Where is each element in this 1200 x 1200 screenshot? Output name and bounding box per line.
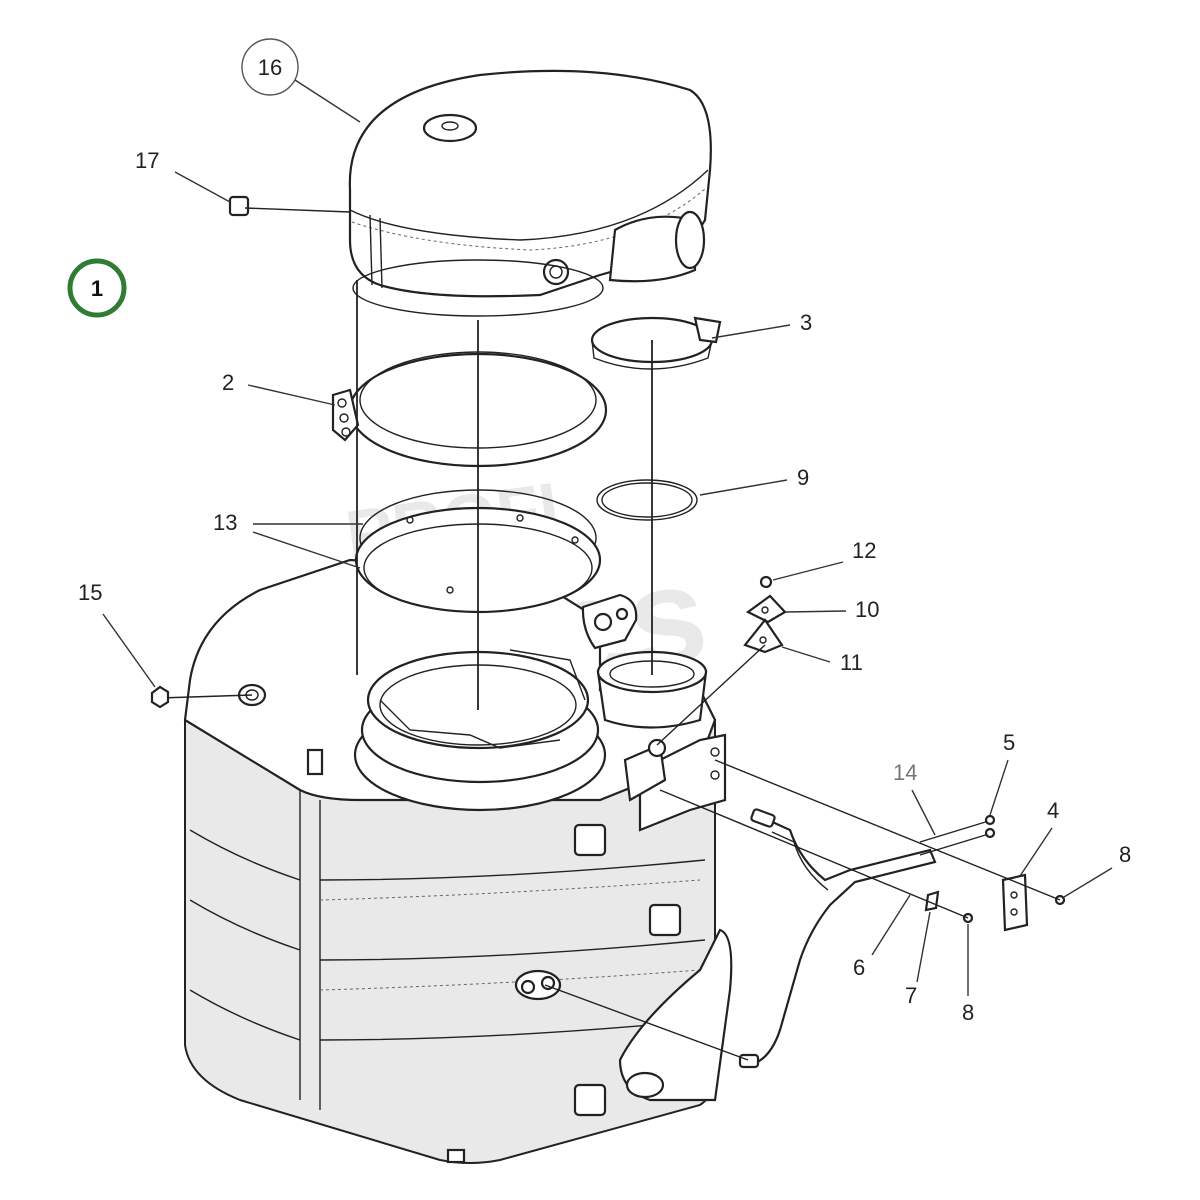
callout-3: 3 <box>711 310 812 339</box>
alignment-lines <box>159 207 1061 1061</box>
sensor-probes-part-14 <box>919 814 996 856</box>
callout-11: 11 <box>781 646 863 675</box>
plate-part-10 <box>745 594 787 624</box>
plug-part-15 <box>150 685 170 709</box>
callout-8-lower-label: 8 <box>962 1000 974 1025</box>
callout-3-label: 3 <box>800 310 812 335</box>
callout-16-label: 16 <box>258 55 282 80</box>
nut-part-12 <box>759 575 773 589</box>
housing-inlet <box>353 649 607 812</box>
callout-8-right: 8 <box>1063 842 1131 898</box>
assembly-number: 1 <box>91 276 103 301</box>
callout-14: 14 <box>893 760 936 836</box>
flange-plate <box>581 593 638 650</box>
callout-4: 4 <box>1019 798 1059 877</box>
callout-15-label: 15 <box>78 580 102 605</box>
callout-9: 9 <box>699 465 809 496</box>
callout-9-label: 9 <box>797 465 809 490</box>
callout-2: 2 <box>222 370 336 406</box>
callout-13: 13 <box>213 510 363 569</box>
gasket-part-11 <box>743 618 784 654</box>
callout-11-label: 11 <box>840 650 863 675</box>
callout-7-label: 7 <box>905 983 917 1008</box>
bracket-part-4 <box>1001 873 1029 932</box>
callout-14-label: 14 <box>893 760 917 785</box>
callout-8-right-label: 8 <box>1119 842 1131 867</box>
callout-6: 6 <box>853 894 911 980</box>
small-clamp-part-3 <box>590 316 722 370</box>
sensor-mount-parts <box>743 575 787 654</box>
callout-17: 17 <box>135 148 231 203</box>
callout-17-label: 17 <box>135 148 159 173</box>
callout-8-lower: 8 <box>962 924 974 1025</box>
v-band-clamp-part-2 <box>331 351 608 468</box>
o-ring-part-9 <box>596 479 698 521</box>
callout-15: 15 <box>78 580 156 688</box>
callout-16: 16 <box>241 38 361 123</box>
callout-7: 7 <box>905 911 931 1008</box>
washer-part-6 <box>924 890 940 912</box>
callout-13-label: 13 <box>213 510 237 535</box>
plug-part-17 <box>228 195 250 217</box>
sensor-bracket-assembly <box>623 733 937 1069</box>
small-hardware <box>924 890 1066 924</box>
callout-4-label: 4 <box>1047 798 1059 823</box>
callout-6-label: 6 <box>853 955 865 980</box>
callout-5: 5 <box>989 730 1015 816</box>
callout-12-label: 12 <box>852 538 876 563</box>
callout-10-label: 10 <box>855 597 879 622</box>
assembly-number-badge: 1 <box>67 258 127 318</box>
callout-2-label: 2 <box>222 370 234 395</box>
callout-5-label: 5 <box>1003 730 1015 755</box>
callout-12: 12 <box>772 538 876 581</box>
top-cover-part-16 <box>348 69 712 317</box>
callout-10: 10 <box>785 597 879 622</box>
